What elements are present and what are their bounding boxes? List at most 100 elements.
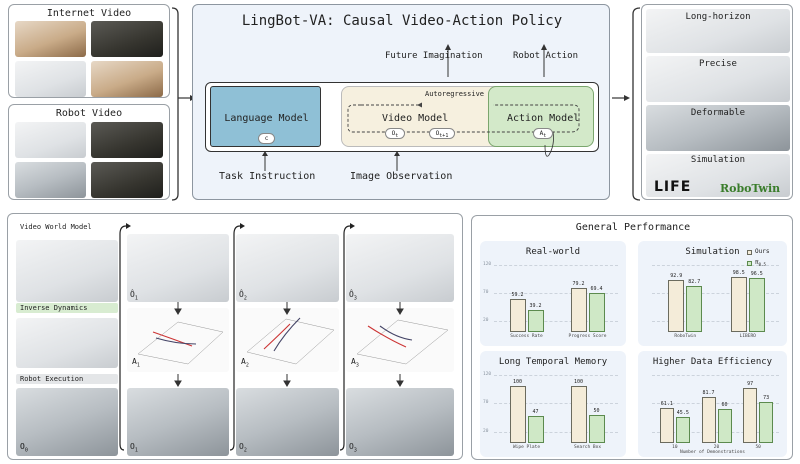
robot-video-title: Robot Video (55, 108, 123, 119)
bar-value-label: 50 (593, 407, 600, 414)
internet-video-thumb-2 (91, 21, 163, 57)
autoregressive-label: Autoregressive (425, 90, 485, 98)
language-token: c (258, 133, 275, 144)
bar-higher-data-efficiency-2-1 (759, 401, 774, 443)
language-model-label: Language Model (224, 113, 309, 124)
legend-ours-swatch (747, 250, 752, 255)
bar-real-world-0-1 (527, 310, 544, 332)
bar-value-label: 60 (721, 402, 728, 408)
gridline (494, 431, 618, 433)
pred-frame-2 (236, 234, 339, 302)
category-label: RoboTwin (674, 334, 697, 339)
y-tick-label: 70 (483, 400, 489, 406)
bar-value-label: 100 (512, 379, 523, 386)
gridline (652, 320, 779, 322)
bar-value-label: 92.9 (670, 273, 683, 280)
category-label: 20 (713, 445, 720, 450)
bar-value-label: 97 (747, 381, 754, 388)
task-label-simulation: Simulation (690, 155, 746, 165)
legend-ours-label: Ours (755, 248, 770, 255)
gridline (494, 375, 618, 376)
y-tick-label: 70 (483, 289, 489, 295)
category-label: Progress Score (568, 334, 607, 339)
task-thumb-long-horizon (646, 9, 790, 53)
robot-video-thumb-1 (15, 122, 86, 158)
task-thumb-deformable (646, 105, 790, 151)
token-o-t: Ot (385, 128, 405, 139)
y-tick-label: 120 (483, 262, 492, 267)
bar-simulation-0-0 (668, 280, 685, 332)
bar-value-label: 96.5 (750, 271, 763, 278)
bar-value-label: 45.5 (676, 410, 689, 417)
life-logo: LIFE (654, 179, 692, 195)
o0-label: O0 (20, 442, 28, 454)
bar-higher-data-efficiency-1-0 (701, 396, 716, 443)
bar-real-world-1-1 (588, 293, 605, 332)
bar-long-temporal-memory-0-1 (527, 416, 544, 443)
category-label: Search Box (573, 445, 602, 450)
action-plot-1 (127, 308, 229, 372)
bar-long-temporal-memory-0-0 (509, 386, 526, 443)
chart-title-simulation: Simulation (685, 247, 740, 257)
y-tick-label: 20 (483, 428, 489, 434)
video-model-label: Video Model (382, 113, 449, 124)
bar-value-label: 59.2 (511, 291, 524, 298)
obs-label-1: O1 (130, 442, 138, 454)
bar-long-temporal-memory-1-0 (570, 386, 587, 443)
bar-value-label: 81.7 (702, 389, 715, 396)
robot-execution-thumb (16, 388, 118, 456)
action-label-3: A3 (351, 357, 359, 369)
gridline (652, 431, 779, 433)
bar-long-temporal-memory-1-1 (588, 414, 605, 443)
task-label-long-horizon: Long-horizon (685, 12, 751, 22)
bar-value-label: 69.4 (590, 286, 603, 293)
category-label: Success Rate (510, 334, 543, 339)
language-model-box: Language Model c (210, 86, 321, 147)
obs-frame-1 (127, 388, 229, 456)
task-thumb-simulation (646, 154, 790, 197)
internet-video-thumb-3 (15, 61, 86, 97)
task-thumb-precise (646, 56, 790, 102)
task-instruction-label: Task Instruction (219, 171, 316, 182)
pipeline-arrows (119, 223, 449, 451)
robot-action-label: Robot Action (513, 51, 579, 61)
gridline (494, 265, 618, 266)
token-o-t1: Ot+1 (429, 128, 455, 139)
row-label-video-world-model: Video World Model (16, 222, 96, 232)
pred-label-2: Ô2 (239, 290, 247, 302)
bar-higher-data-efficiency-0-1 (675, 417, 690, 443)
y-tick-label: 120 (483, 372, 492, 377)
bar-real-world-0-0 (509, 298, 526, 332)
robot-video-thumb-4 (91, 162, 163, 198)
performance-title: General Performance (575, 222, 691, 233)
world-model-thumb (16, 240, 118, 302)
internet-video-thumb-4 (91, 61, 163, 97)
task-label-precise: Precise (699, 59, 737, 69)
gridline (494, 292, 618, 294)
robot-video-thumb-2 (91, 122, 163, 158)
bar-value-label: 98.5 (732, 270, 745, 276)
bar-value-label: 47 (532, 409, 539, 416)
pipeline-panel: Video World Model Inverse Dynamics Robot… (7, 213, 463, 460)
bar-value-label: 100 (573, 379, 584, 386)
row-label-robot-execution: Robot Execution (16, 374, 118, 384)
robot-video-panel: Robot Video (8, 104, 170, 200)
flow-connectors (171, 7, 641, 201)
internet-video-panel: Internet Video (8, 4, 170, 98)
gridline (652, 292, 779, 294)
gridline (494, 403, 618, 405)
action-label-2: A2 (241, 357, 249, 369)
image-observation-label: Image Observation (350, 171, 453, 182)
row-label-inverse-dynamics: Inverse Dynamics (16, 303, 118, 313)
legend-base-label: π0.5 (755, 259, 766, 268)
action-label-1: A1 (132, 357, 140, 369)
robot-video-thumb-3 (15, 162, 86, 198)
autoregressive-loop (262, 44, 580, 171)
bar-simulation-1-0 (730, 277, 747, 332)
bar-higher-data-efficiency-1-1 (717, 409, 732, 443)
pred-label-3: Ô3 (349, 290, 357, 302)
bar-simulation-0-1 (686, 285, 703, 332)
legend-base-swatch (747, 261, 752, 266)
